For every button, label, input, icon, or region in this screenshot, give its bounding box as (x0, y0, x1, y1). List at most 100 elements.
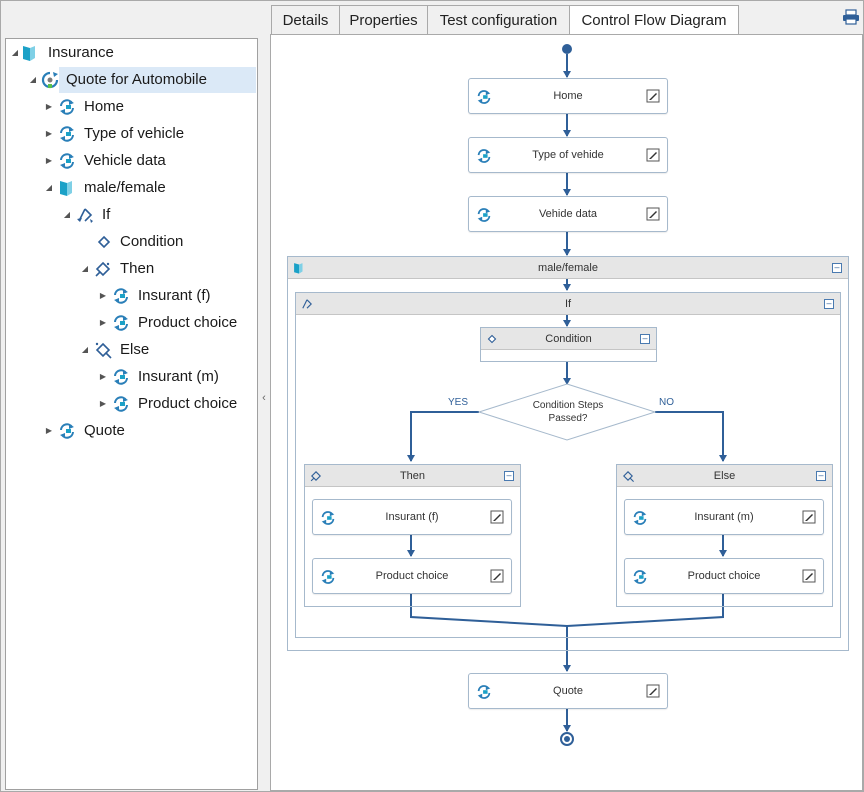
expand-arrow-icon[interactable]: ▶ (45, 102, 53, 111)
group-else: Else – (616, 464, 833, 607)
tree-label: Insurant (f) (138, 287, 211, 304)
control-flow-canvas[interactable]: male/female – If – Condition – Then – (270, 34, 863, 791)
edit-icon[interactable] (802, 569, 816, 583)
decision-diamond (477, 383, 657, 441)
reusable-module-icon (633, 570, 647, 584)
expand-arrow-icon[interactable]: ▶ (45, 129, 53, 138)
tree-item-insurance[interactable]: ◢ Insurance (6, 40, 257, 66)
edit-icon[interactable] (490, 569, 504, 583)
tree-label: Insurant (m) (138, 368, 219, 385)
reusable-module-icon (321, 570, 335, 584)
edit-icon[interactable] (646, 207, 660, 221)
start-node (562, 44, 572, 54)
tree-item-quote[interactable]: ▶ Quote (6, 418, 257, 444)
group-male-female: male/female – (287, 256, 849, 651)
tree-label: Product choice (138, 314, 238, 331)
edit-icon[interactable] (802, 510, 816, 524)
group-title: Else (713, 469, 736, 482)
collapse-panel-icon[interactable]: ‹ (262, 392, 266, 404)
reusable-module-icon (633, 511, 647, 525)
tree-row: ◢ Quote for Automobile (6, 67, 257, 93)
tree-item-insurant-f[interactable]: ▶ Insurant (f) (6, 283, 257, 309)
step-insurant-f[interactable]: Insurant (f) (312, 499, 512, 535)
tab-test-configuration[interactable]: Test configuration (427, 5, 570, 34)
test-case-tree[interactable]: ◢ Insurance ◢ Quote for Automobile ▶ H (5, 38, 258, 790)
step-label: Insurant (f) (385, 511, 439, 523)
group-title: Then (399, 469, 426, 482)
collapse-arrow-icon[interactable]: ◢ (81, 345, 89, 354)
collapse-icon[interactable]: – (824, 299, 834, 309)
decision-label: Condition Steps Passed? (518, 399, 618, 425)
reusable-module-icon (114, 369, 128, 385)
tree-item-product-choice-then[interactable]: ▶ Product choice (6, 310, 257, 336)
collapse-icon[interactable]: – (640, 334, 650, 344)
collapse-arrow-icon[interactable]: ◢ (63, 210, 71, 219)
collapse-arrow-icon[interactable]: ◢ (11, 48, 19, 57)
then-icon (310, 471, 321, 482)
tab-control-flow-diagram[interactable]: Control Flow Diagram (569, 5, 739, 35)
collapse-icon[interactable]: – (832, 263, 842, 273)
step-product-choice-else[interactable]: Product choice (624, 558, 824, 594)
else-icon (623, 471, 634, 482)
group-condition: Condition – (480, 327, 657, 362)
step-label: Product choice (375, 570, 449, 582)
tab-details[interactable]: Details (271, 5, 340, 34)
expand-arrow-icon[interactable]: ▶ (99, 372, 107, 381)
step-product-choice-then[interactable]: Product choice (312, 558, 512, 594)
tree-item-quote-for-automobile[interactable] (59, 67, 256, 93)
folder-module-icon (23, 46, 35, 61)
collapse-icon[interactable]: – (504, 471, 514, 481)
group-title: If (564, 297, 572, 310)
step-home[interactable]: Home (468, 78, 668, 114)
step-label: Insurant (m) (694, 511, 754, 523)
if-icon (77, 208, 93, 223)
step-label: Vehide data (538, 208, 598, 220)
step-label: Home (553, 90, 583, 102)
collapse-arrow-icon[interactable]: ◢ (29, 75, 37, 84)
group-header: Condition – (481, 328, 656, 350)
collapse-arrow-icon[interactable]: ◢ (81, 264, 89, 273)
expand-arrow-icon[interactable]: ▶ (99, 291, 107, 300)
tree-item-male-female[interactable]: ◢ male/female (6, 175, 257, 201)
reusable-module-icon (60, 153, 74, 169)
tree-item-type-of-vehicle[interactable]: ▶ Type of vehicle (6, 121, 257, 147)
edit-icon[interactable] (646, 89, 660, 103)
step-vehicle-data[interactable]: Vehide data (468, 196, 668, 232)
tab-properties[interactable]: Properties (339, 5, 428, 34)
expand-arrow-icon[interactable]: ▶ (45, 156, 53, 165)
expand-arrow-icon[interactable]: ▶ (45, 426, 53, 435)
edit-icon[interactable] (646, 148, 660, 162)
tree-label: Else (120, 341, 150, 358)
reusable-module-icon (477, 90, 491, 104)
tree-item-else[interactable]: ◢ Else (6, 337, 257, 363)
reusable-module-icon (477, 685, 491, 699)
reusable-module-icon (114, 315, 128, 331)
edit-icon[interactable] (646, 684, 660, 698)
edit-icon[interactable] (490, 510, 504, 524)
tree-item-vehicle-data[interactable]: ▶ Vehicle data (6, 148, 257, 174)
expand-arrow-icon[interactable]: ▶ (99, 318, 107, 327)
tree-item-insurant-m[interactable]: ▶ Insurant (m) (6, 364, 257, 390)
else-icon (95, 342, 112, 359)
group-if: If – (295, 292, 841, 638)
tree-item-home[interactable]: ▶ Home (6, 94, 257, 120)
group-then: Then – (304, 464, 521, 607)
step-type-of-vehicle[interactable]: Type of vehide (468, 137, 668, 173)
print-icon[interactable] (842, 9, 860, 25)
condition-icon (487, 334, 497, 344)
tree-label: Then (120, 260, 155, 277)
yes-branch-label: YES (448, 397, 469, 408)
step-insurant-m[interactable]: Insurant (m) (624, 499, 824, 535)
then-icon (95, 261, 111, 277)
tree-item-condition[interactable]: Condition (6, 229, 257, 255)
tree-item-if[interactable]: ◢ If (6, 202, 257, 228)
tree-item-then[interactable]: ◢ Then (6, 256, 257, 282)
collapse-icon[interactable]: – (816, 471, 826, 481)
expand-arrow-icon[interactable]: ▶ (99, 399, 107, 408)
folder-module-icon (294, 263, 303, 274)
reusable-module-icon (114, 396, 128, 412)
tree-item-product-choice-else[interactable]: ▶ Product choice (6, 391, 257, 417)
tree-label: If (102, 206, 111, 223)
step-quote[interactable]: Quote (468, 673, 668, 709)
collapse-arrow-icon[interactable]: ◢ (45, 183, 53, 192)
